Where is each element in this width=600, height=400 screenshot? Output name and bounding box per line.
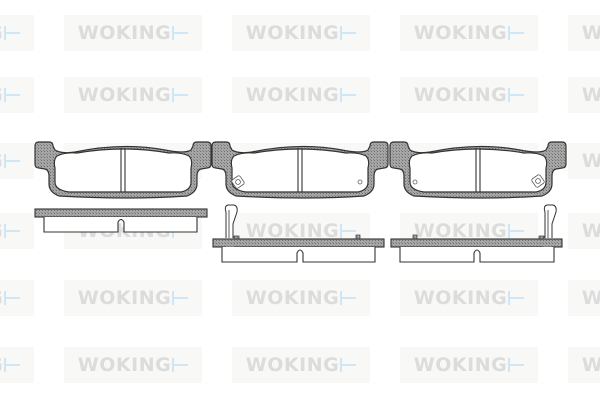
watermark-logo-icon: [4, 153, 21, 169]
watermark-tile: WOKING: [0, 280, 34, 316]
watermark-text: WOKING: [245, 353, 340, 376]
watermark-text: WOKING: [77, 83, 172, 106]
watermark-tile: WOKING: [232, 15, 370, 51]
watermark-logo-icon: [508, 290, 525, 306]
watermark-tile: WOKING: [568, 347, 600, 383]
watermark-logo-icon: [508, 223, 525, 239]
watermark-text: WOKING: [581, 219, 600, 242]
watermark-logo-icon: [172, 357, 189, 373]
watermark-logo-icon: [340, 25, 357, 41]
sensor-hole: [357, 179, 363, 185]
watermark-tile: WOKING: [0, 143, 34, 179]
watermark-text: WOKING: [77, 21, 172, 44]
watermark-logo-icon: [172, 87, 189, 103]
pad-front-3: [389, 141, 567, 199]
pad-front-2: [211, 141, 389, 199]
watermark-text: WOKING: [0, 151, 3, 171]
watermark-tile: WOKING: [400, 77, 538, 113]
watermark-tile: WOKING: [64, 280, 202, 316]
watermark-logo-icon: [508, 25, 525, 41]
watermark-text: WOKING: [77, 286, 172, 309]
pad-side-2: [212, 204, 385, 263]
watermark-text: WOKING: [581, 149, 600, 172]
watermark-text: WOKING: [245, 219, 340, 242]
watermark-logo-icon: [508, 87, 525, 103]
watermark-logo-icon: [4, 290, 21, 306]
pad-front-1: [34, 141, 212, 199]
watermark-tile: WOKING: [232, 280, 370, 316]
watermark-tile: WOKING: [64, 77, 202, 113]
watermark-logo-icon: [4, 25, 21, 41]
watermark-text: WOKING: [413, 353, 508, 376]
wear-clip-symbol: [231, 175, 245, 189]
watermark-text: WOKING: [413, 21, 508, 44]
watermark-text: WOKING: [245, 83, 340, 106]
watermark-text: WOKING: [0, 221, 3, 241]
watermark-logo-icon: [508, 357, 525, 373]
watermark-text: WOKING: [245, 286, 340, 309]
watermark-logo-icon: [4, 87, 21, 103]
watermark-logo-icon: [340, 223, 357, 239]
watermark-text: WOKING: [413, 286, 508, 309]
wear-clip-symbol: [531, 174, 545, 188]
watermark-tile: WOKING: [400, 347, 538, 383]
watermark-logo-icon: [172, 290, 189, 306]
watermark-tile: WOKING: [568, 143, 600, 179]
watermark-logo-icon: [4, 223, 21, 239]
watermark-tile: WOKING: [568, 77, 600, 113]
watermark-tile: WOKING: [568, 15, 600, 51]
watermark-tile: WOKING: [64, 347, 202, 383]
watermark-tile: WOKING: [400, 15, 538, 51]
watermark-text: WOKING: [413, 219, 508, 242]
watermark-tile: WOKING: [0, 15, 34, 51]
sensor-hole: [412, 179, 418, 185]
watermark-logo-icon: [340, 87, 357, 103]
watermark-logo-icon: [4, 357, 21, 373]
watermark-text: WOKING: [413, 83, 508, 106]
watermark-text: WOKING: [0, 288, 3, 308]
watermark-tile: WOKING: [568, 280, 600, 316]
watermark-tile: WOKING: [0, 347, 34, 383]
watermark-logo-icon: [340, 357, 357, 373]
watermark-logo-icon: [340, 290, 357, 306]
watermark-text: WOKING: [0, 355, 3, 375]
watermark-text: WOKING: [245, 21, 340, 44]
watermark-logo-icon: [172, 25, 189, 41]
watermark-text: WOKING: [581, 286, 600, 309]
watermark-tile: WOKING: [0, 213, 34, 249]
pad-side-1: [34, 208, 208, 233]
watermark-text: WOKING: [581, 21, 600, 44]
watermark-text: WOKING: [77, 353, 172, 376]
watermark-text: WOKING: [581, 83, 600, 106]
watermark-text: WOKING: [0, 23, 3, 43]
watermark-tile: WOKING: [232, 347, 370, 383]
watermark-tile: WOKING: [64, 15, 202, 51]
watermark-text: WOKING: [0, 85, 3, 105]
watermark-tile: WOKING: [400, 280, 538, 316]
watermark-tile: WOKING: [0, 77, 34, 113]
pad-side-3: [390, 204, 563, 263]
watermark-tile: WOKING: [568, 213, 600, 249]
watermark-tile: WOKING: [232, 77, 370, 113]
watermark-text: WOKING: [581, 353, 600, 376]
